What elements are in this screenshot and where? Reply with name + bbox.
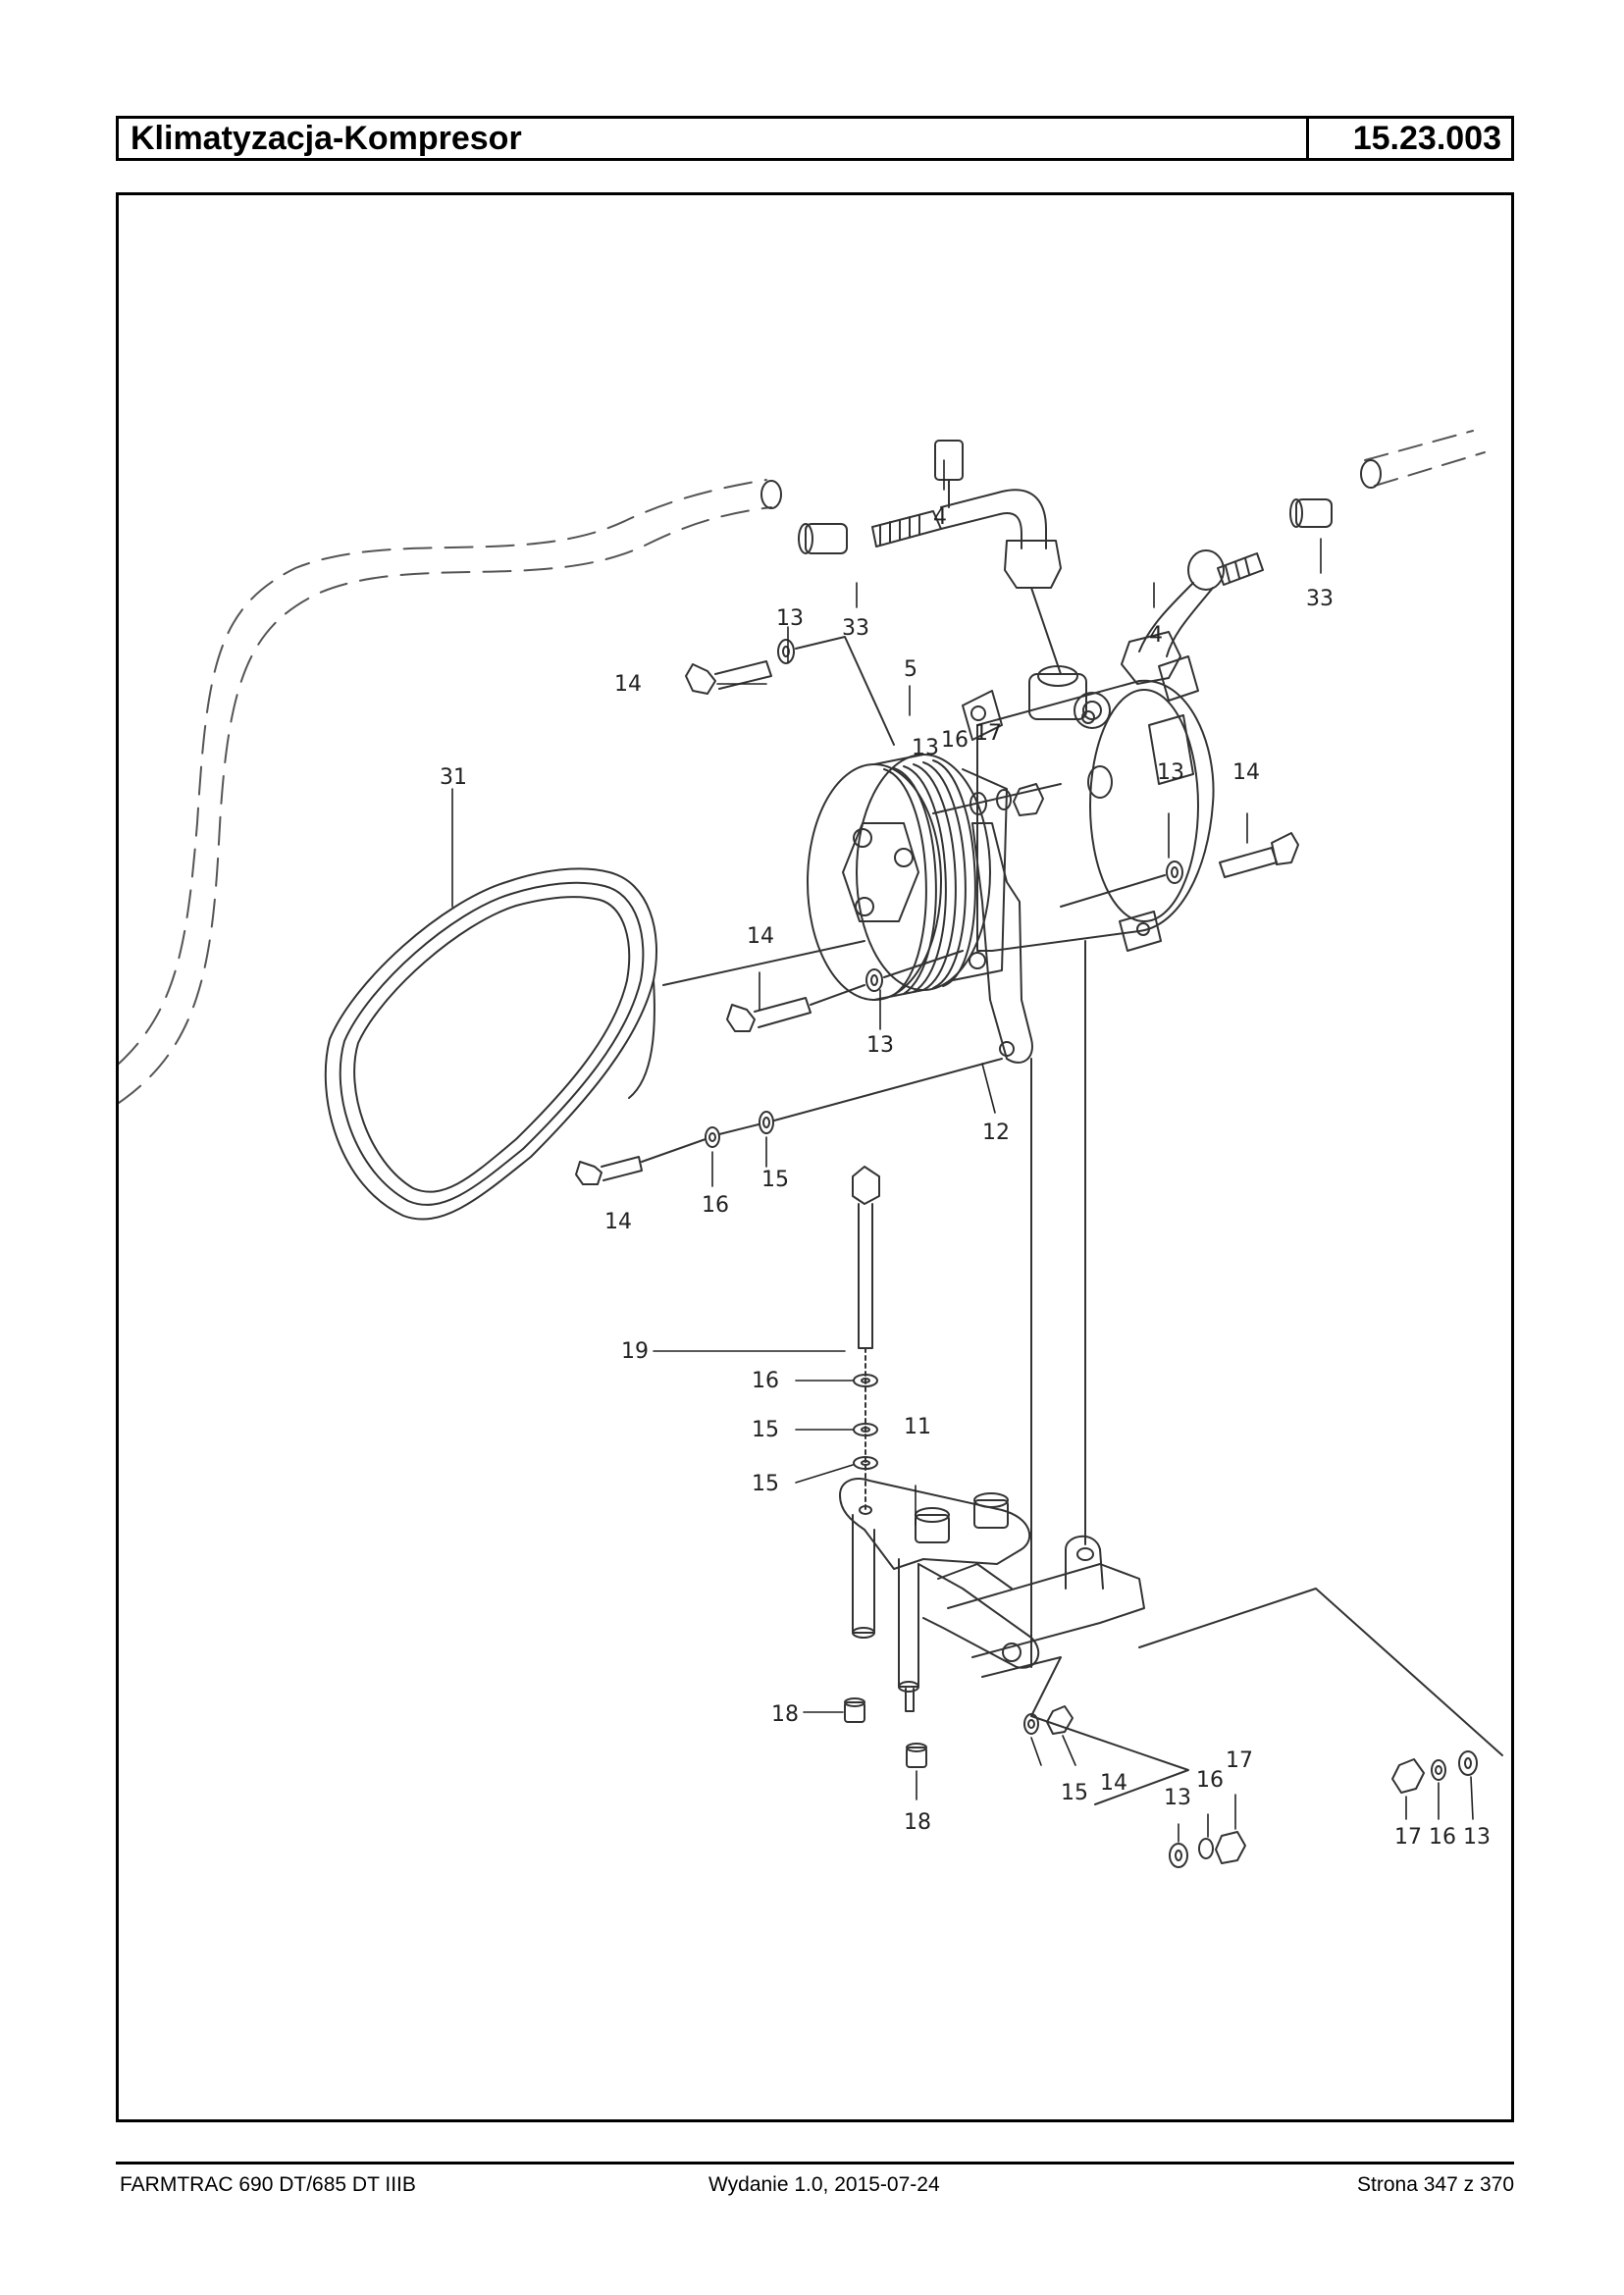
callout-16-lower: 16 (1196, 1768, 1224, 1793)
bolt-14-right (1166, 832, 1299, 884)
callout-14-lower: 14 (604, 1210, 632, 1234)
callout-13-lower: 13 (1164, 1786, 1191, 1810)
leader-bolt-right (1060, 874, 1166, 908)
hardware-15-14-mid (1023, 1705, 1074, 1735)
callout-31: 31 (440, 765, 467, 790)
bracket-12 (971, 822, 1033, 1064)
leader-11-to-right-hardware (1138, 1588, 1503, 1756)
callout-13-body: 13 (912, 736, 939, 760)
callout-17-body: 17 (974, 721, 1002, 746)
callout-15-mid: 15 (1061, 1781, 1088, 1805)
callout-14-top: 14 (614, 672, 642, 697)
footer-divider (116, 2162, 1514, 2165)
callout-17-right: 17 (1394, 1825, 1422, 1850)
bolt-14-middle (726, 968, 883, 1032)
callout-15-stack-b: 15 (752, 1472, 779, 1496)
leader-bolt-middle (810, 950, 964, 1006)
callout-16-right: 16 (1429, 1825, 1456, 1850)
callout-15-stack-a: 15 (752, 1418, 779, 1442)
drive-belt-31 (324, 867, 657, 1221)
callout-17-lower: 17 (1226, 1748, 1253, 1773)
bolt-14-lower (575, 1111, 774, 1185)
hose-fitting-4-left (871, 440, 1062, 589)
hardware-17-16-13-right (1391, 1750, 1478, 1794)
hose-end-left (760, 480, 782, 509)
callout-14-middle: 14 (747, 924, 774, 949)
callout-33-right: 33 (1306, 587, 1334, 611)
callout-14-right: 14 (1232, 760, 1260, 785)
callout-14-mid: 14 (1100, 1771, 1127, 1796)
hose-fitting-4-right (1121, 549, 1264, 685)
mounting-bracket-11 (839, 1478, 1145, 1712)
callout-16-body: 16 (941, 728, 969, 753)
callout-11: 11 (904, 1415, 931, 1439)
hose-dashed-right (1364, 430, 1486, 487)
compressor-pulley (807, 754, 1008, 1001)
callout-15-upper: 15 (761, 1168, 789, 1192)
leader-hardware-line (932, 783, 1062, 814)
hardware-13-16-17-lower (1169, 1831, 1246, 1868)
callout-13-middle: 13 (866, 1033, 894, 1058)
leader-4-left-to-port (1030, 587, 1062, 675)
callout-18-left: 18 (771, 1702, 799, 1727)
callout-4-left: 4 (933, 505, 947, 530)
callout-16-upper: 16 (702, 1193, 729, 1218)
callout-12: 12 (982, 1121, 1010, 1145)
leader-bolt-lower (641, 1058, 1003, 1163)
callout-arrows (451, 459, 1474, 1843)
leader-11-to-mid-hardware (981, 1656, 1189, 1805)
hose-dashed-left (119, 479, 772, 1104)
fitting-33-right (1289, 498, 1333, 528)
leader-belt-to-pulley (662, 940, 865, 986)
spacer-18-right (906, 1743, 927, 1768)
compressor-exploded-diagram: 4 33 13 14 5 13 16 17 4 33 13 14 31 14 1… (119, 430, 1503, 1868)
leader-bolt-top-to-body (795, 636, 895, 746)
compressor-body-5 (962, 655, 1215, 952)
page-header: Klimatyzacja-Kompresor 15.23.003 (116, 116, 1514, 161)
callout-labels: 4 33 13 14 5 13 16 17 4 33 13 14 31 14 1… (440, 505, 1491, 1850)
spacer-18-left (844, 1697, 865, 1723)
footer-edition: Wydanie 1.0, 2015-07-24 (708, 2173, 940, 2196)
callout-13-top: 13 (776, 606, 804, 631)
footer-page-number: Strona 347 z 370 (1357, 2173, 1514, 2196)
diagram-frame: 4 33 13 14 5 13 16 17 4 33 13 14 31 14 1… (116, 192, 1514, 2122)
bolt-14-top (685, 639, 795, 695)
page-title: Klimatyzacja-Kompresor (119, 119, 1309, 158)
section-code: 15.23.003 (1352, 120, 1501, 157)
callout-13-right-bottom: 13 (1463, 1825, 1491, 1850)
footer-model: FARMTRAC 690 DT/685 DT IIIB (120, 2173, 416, 2196)
callout-16-stack: 16 (752, 1369, 779, 1393)
callout-5: 5 (904, 657, 917, 682)
callout-33-left: 33 (842, 616, 869, 641)
callout-18-right: 18 (904, 1810, 931, 1835)
callout-4-right: 4 (1149, 623, 1163, 648)
callout-19: 19 (621, 1339, 649, 1364)
hose-end-right (1360, 459, 1382, 489)
callout-13-right: 13 (1157, 760, 1184, 785)
washers-16-15-15 (853, 1374, 878, 1470)
fitting-33-left (798, 523, 848, 554)
